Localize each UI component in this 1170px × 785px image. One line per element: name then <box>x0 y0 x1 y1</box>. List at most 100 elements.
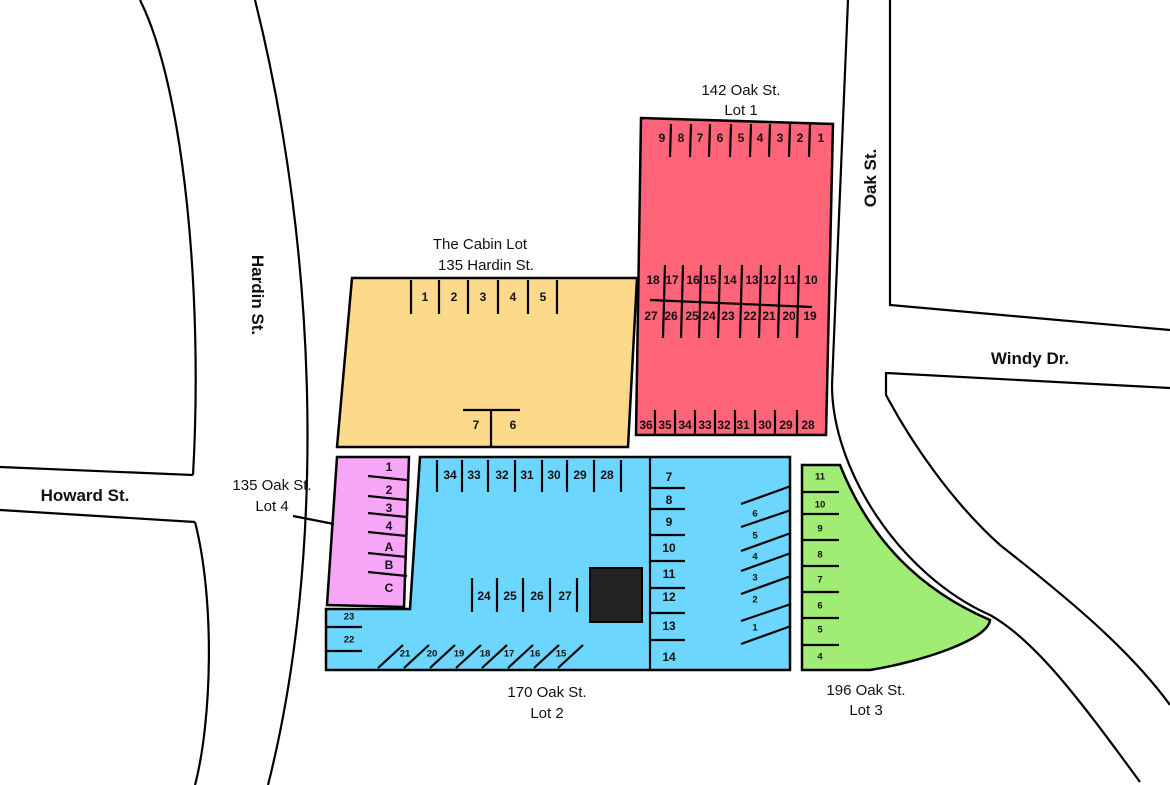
parking-spot-label[interactable]: 1 <box>422 290 429 304</box>
parking-spot-label[interactable]: 5 <box>817 625 823 636</box>
parking-spot-label[interactable]: 4 <box>817 652 823 663</box>
parking-spot-label[interactable]: 33 <box>467 468 481 482</box>
parking-spot-label[interactable]: 11 <box>663 567 676 581</box>
parking-spot-label[interactable]: 15 <box>703 273 717 287</box>
parking-spot-label[interactable]: 33 <box>698 418 712 432</box>
parking-spot-label[interactable]: 7 <box>817 575 822 586</box>
parking-spot-label[interactable]: 7 <box>473 418 480 432</box>
parking-spot-label[interactable]: 22 <box>344 635 355 646</box>
oak-st-east-edge <box>888 0 1170 332</box>
parking-spot-label[interactable]: 24 <box>477 589 491 603</box>
parking-spot-label[interactable]: 17 <box>665 273 679 287</box>
spot-divider <box>679 264 685 339</box>
parking-spot-label[interactable]: 1 <box>752 623 758 634</box>
parking-spot-label[interactable]: 6 <box>752 509 757 520</box>
parking-spot-label[interactable]: 34 <box>443 468 457 482</box>
spot-divider <box>807 123 812 158</box>
parking-spot-label[interactable]: 10 <box>815 500 826 511</box>
parking-spot-label[interactable]: 3 <box>480 290 487 304</box>
parking-spot-label[interactable]: 2 <box>451 290 458 304</box>
parking-spot-label[interactable]: 26 <box>664 309 678 323</box>
parking-spot-label[interactable]: 27 <box>558 589 572 603</box>
parking-spot-label[interactable]: 13 <box>662 619 676 633</box>
parking-spot-label[interactable]: 15 <box>556 649 567 660</box>
parking-spot-label[interactable]: 11 <box>815 472 826 483</box>
lot-3[interactable] <box>800 463 992 672</box>
parking-spot-label[interactable]: A <box>385 540 394 554</box>
parking-spot-label[interactable]: 8 <box>666 493 673 507</box>
parking-spot-label[interactable]: 2 <box>797 131 804 145</box>
parking-spot-label[interactable]: 14 <box>723 273 737 287</box>
parking-spot-label[interactable]: 13 <box>745 273 759 287</box>
parking-spot-label[interactable]: 18 <box>646 273 660 287</box>
parking-spot-label[interactable]: 23 <box>721 309 735 323</box>
parking-spot-label[interactable]: 3 <box>386 501 393 515</box>
parking-spot-label[interactable]: 4 <box>752 552 758 563</box>
parking-spot-label[interactable]: 25 <box>503 589 517 603</box>
parking-spot-label[interactable]: 29 <box>779 418 793 432</box>
parking-spot-label[interactable]: B <box>385 558 394 572</box>
parking-spot-label[interactable]: 10 <box>804 273 818 287</box>
parking-spot-label[interactable]: 4 <box>510 290 517 304</box>
parking-spot-label[interactable]: 9 <box>817 524 822 535</box>
parking-spot-label[interactable]: 11 <box>784 273 797 287</box>
parking-spot-label[interactable]: 3 <box>752 573 757 584</box>
parking-spot-label[interactable]: 2 <box>386 483 393 497</box>
parking-spot-label[interactable]: 19 <box>803 309 817 323</box>
parking-spot-label[interactable]: 32 <box>717 418 731 432</box>
parking-spot-label[interactable]: 16 <box>530 649 541 660</box>
parking-spot-label[interactable]: 4 <box>386 519 393 533</box>
parking-spot-label[interactable]: 20 <box>782 309 796 323</box>
parking-spot-label[interactable]: 5 <box>752 531 758 542</box>
parking-spot-label[interactable]: 17 <box>504 649 515 660</box>
parking-spot-label[interactable]: 5 <box>738 131 745 145</box>
parking-spot-label[interactable]: 29 <box>573 468 587 482</box>
parking-spot-label[interactable]: 16 <box>686 273 700 287</box>
parking-spot-label[interactable]: 3 <box>777 131 784 145</box>
parking-spot-label[interactable]: 22 <box>743 309 757 323</box>
parking-spot-label[interactable]: 2 <box>752 595 757 606</box>
parking-spot-label[interactable]: 24 <box>702 309 716 323</box>
parking-spot-label[interactable]: 9 <box>666 515 673 529</box>
parking-spot-label[interactable]: 5 <box>540 290 547 304</box>
lot-1[interactable] <box>634 116 835 437</box>
parking-spot-label[interactable]: 34 <box>678 418 692 432</box>
parking-spot-label[interactable]: 1 <box>386 460 393 474</box>
parking-spot-label[interactable]: 21 <box>762 309 776 323</box>
parking-spot-label[interactable]: 7 <box>697 131 704 145</box>
parking-spot-label[interactable]: 6 <box>717 131 724 145</box>
parking-spot-label[interactable]: 6 <box>510 418 517 432</box>
parking-spot-label[interactable]: 35 <box>658 418 672 432</box>
parking-spot-label[interactable]: 21 <box>400 649 411 660</box>
parking-spot-label[interactable]: 26 <box>530 589 544 603</box>
parking-spot-label[interactable]: 4 <box>757 131 764 145</box>
parking-spot-label[interactable]: 12 <box>763 273 777 287</box>
parking-spot-label[interactable]: 14 <box>662 650 676 664</box>
parking-spot-label[interactable]: 23 <box>344 612 355 623</box>
parking-spot-label[interactable]: 9 <box>659 131 666 145</box>
parking-spot-label[interactable]: 27 <box>644 309 658 323</box>
parking-spot-label[interactable]: 7 <box>666 470 673 484</box>
parking-spot-label[interactable]: 12 <box>662 590 676 604</box>
lot-2[interactable] <box>324 455 792 672</box>
parking-spot-label[interactable]: 20 <box>427 649 438 660</box>
parking-spot-label[interactable]: 30 <box>758 418 772 432</box>
parking-spot-label[interactable]: 18 <box>480 649 491 660</box>
parking-spot-label[interactable]: 36 <box>639 418 653 432</box>
parking-spot-label[interactable]: 31 <box>520 468 534 482</box>
parking-spot-label[interactable]: C <box>385 581 394 595</box>
parking-spot-label[interactable]: 8 <box>817 550 822 561</box>
parking-spot-label[interactable]: 1 <box>818 131 825 145</box>
parking-spot-label[interactable]: 30 <box>547 468 561 482</box>
cabin-lot[interactable] <box>335 276 639 449</box>
parking-spot-label[interactable]: 8 <box>678 131 685 145</box>
parking-spot-label[interactable]: 28 <box>600 468 614 482</box>
parking-spot-label[interactable]: 31 <box>736 418 750 432</box>
parking-spot-label[interactable]: 32 <box>495 468 509 482</box>
parking-spot-label[interactable]: 19 <box>454 649 465 660</box>
parking-spot-label[interactable]: 28 <box>801 418 815 432</box>
parking-spot-label[interactable]: 25 <box>685 309 699 323</box>
parking-spot-label[interactable]: 6 <box>817 601 822 612</box>
parking-spot-label[interactable]: 10 <box>662 541 676 555</box>
